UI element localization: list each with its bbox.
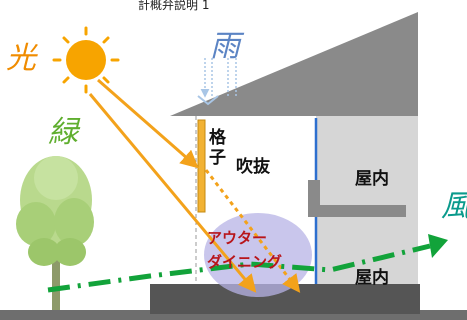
outer-dining-label-line1: アウター [207, 229, 268, 247]
figure-caption: 計概弁説明 1 [138, 0, 210, 12]
keyword-wind: 風 [441, 192, 467, 222]
fukinuke-label: 吹抜 [236, 157, 270, 177]
lattice-screen [197, 119, 206, 213]
sun-ray-upper [97, 78, 199, 169]
tree-icon [16, 156, 94, 310]
rain-arrowhead [197, 95, 219, 106]
wind-path [47, 243, 431, 293]
wind-arrowhead [428, 234, 448, 258]
lattice-label: 格子 [209, 128, 226, 168]
indoor-lower-label: 屋内 [355, 268, 389, 288]
indoor-rooms [316, 116, 418, 284]
mid-floor-beam [308, 180, 320, 217]
keyword-rain: 雨 [210, 29, 240, 64]
outer-dining-label-line2: ダイニング [207, 253, 283, 271]
sun-ray-reflected [204, 169, 301, 293]
keyword-light: 光 [6, 41, 36, 76]
mid-floor-slab [308, 205, 406, 217]
ground [0, 310, 467, 320]
keyword-green: 緑 [48, 115, 78, 150]
sun-ray-lower [88, 93, 257, 293]
roof [170, 12, 418, 116]
indoor-upper-label: 屋内 [355, 169, 389, 189]
sun-icon [52, 26, 120, 94]
